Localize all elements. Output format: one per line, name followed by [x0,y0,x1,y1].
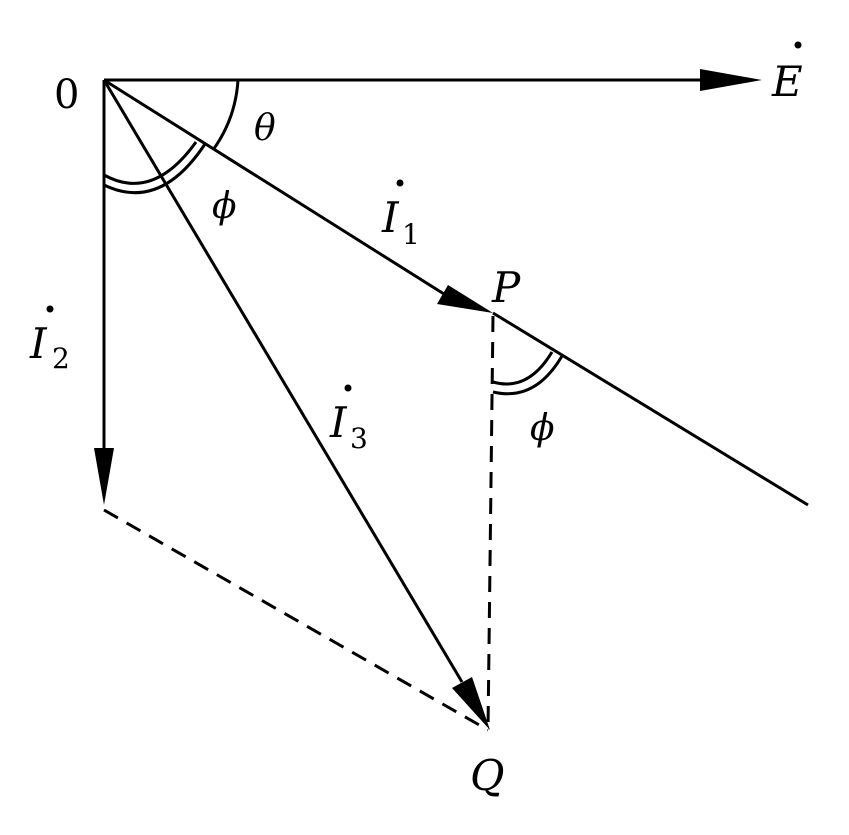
vector-I1-line [103,78,445,296]
dashed-line-P-to-Q [486,315,495,731]
E-dot-accent [794,41,802,49]
I2-label: I [29,319,48,368]
origin-label: 0 [54,72,79,118]
vector-I3-arrowhead [452,677,490,730]
E-label: E [771,57,803,106]
I2-dot-accent [46,305,54,313]
theta-label: θ [254,108,276,149]
phi-angle-arc-P-outer [492,355,564,396]
phi-angle-arc-inner [103,141,198,185]
I2-subscript: 2 [52,342,70,375]
phi-origin-label: ϕ [212,186,237,227]
I1-extension-line [492,311,809,507]
P-label: P [491,263,521,312]
vector-E-arrowhead [700,69,762,91]
dashed-line-I2-tip-to-Q [103,508,489,732]
I3-dot-accent [344,384,352,392]
vector-I1-arrowhead [437,285,493,313]
phi-angle-arc-P-inner [492,351,554,386]
I1-label: I [381,193,400,242]
phi-P-label: ϕ [530,408,555,449]
I1-dot-accent [396,179,404,187]
I3-label: I [329,398,348,447]
vector-I3-line [102,79,464,683]
phi-angle-arc-outer [103,143,207,195]
theta-angle-arc [211,79,240,151]
I3-subscript: 3 [350,422,368,455]
Q-label: Q [470,751,504,800]
I1-subscript: 1 [402,218,420,251]
vector-I2-arrowhead [94,448,114,505]
